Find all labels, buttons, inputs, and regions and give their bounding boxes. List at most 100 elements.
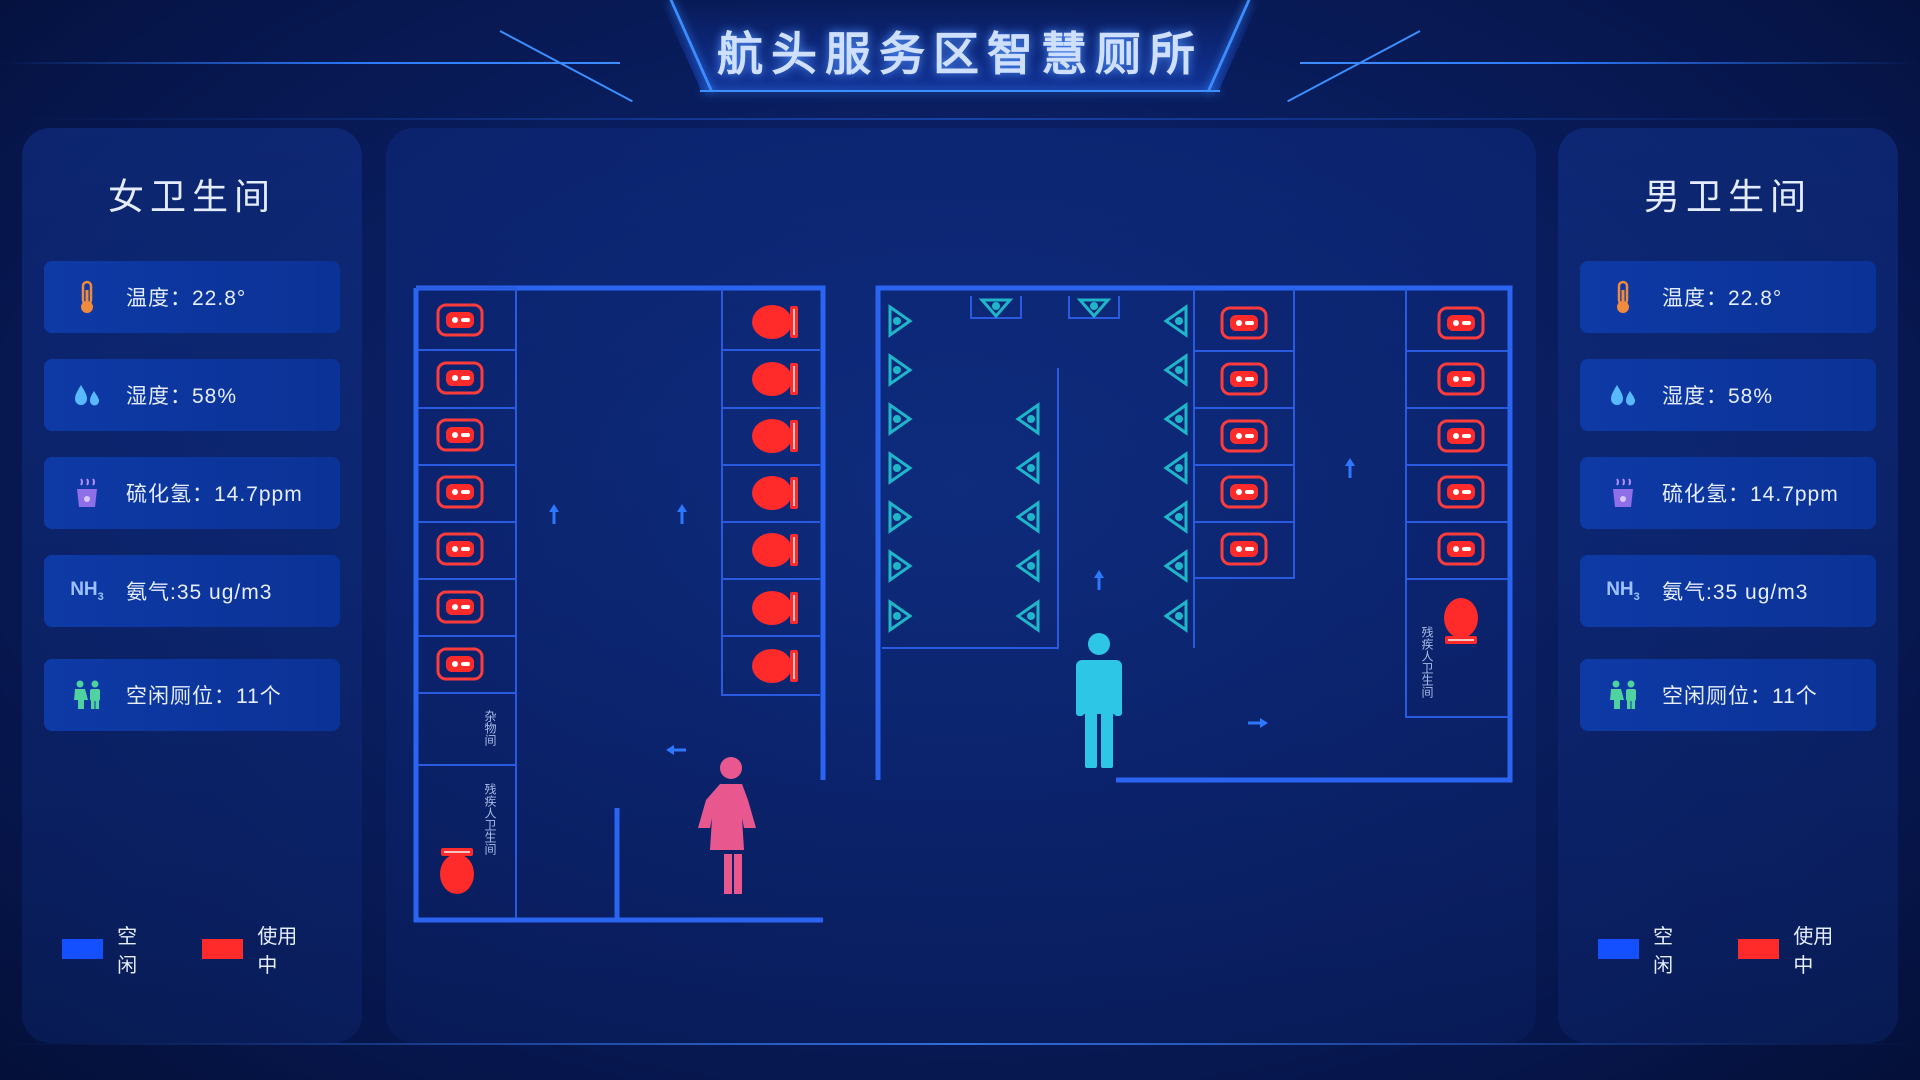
header-line-left <box>0 62 620 64</box>
female-figure-icon <box>698 757 756 894</box>
seat-toilet-icon[interactable] <box>752 591 798 625</box>
squat-toilet-icon[interactable] <box>1220 419 1268 453</box>
arrow-icon <box>1345 458 1355 478</box>
humidity-value: 湿度：58% <box>1662 385 1774 408</box>
floor-plan-panel: 杂物间 残疾人卫生间 残疾人卫生间 <box>386 128 1536 1043</box>
squat-toilet-icon[interactable] <box>436 647 484 681</box>
panel-title: 男卫生间 <box>1643 176 1812 217</box>
urinal-icon[interactable] <box>1164 600 1188 632</box>
humidity-card: 湿度：58% <box>44 359 340 431</box>
water-drop-icon <box>1594 381 1652 409</box>
panel-title: 女卫生间 <box>107 176 276 217</box>
nh3-icon: NH3 <box>1606 579 1640 603</box>
legend-idle-label: 空闲 <box>1653 926 1674 977</box>
urinal-icon[interactable] <box>888 501 912 533</box>
squat-toilet-icon[interactable] <box>1437 362 1485 396</box>
squat-toilet-icon[interactable] <box>1220 532 1268 566</box>
squat-toilet-icon[interactable] <box>436 303 484 337</box>
title-underline <box>700 90 1220 92</box>
seat-toilet-icon[interactable] <box>752 649 798 683</box>
urinal-icon[interactable] <box>1078 298 1110 318</box>
storage-room-label: 杂物间 <box>483 710 497 746</box>
arrow-icon <box>677 504 687 524</box>
urinal-icon[interactable] <box>888 600 912 632</box>
legend-busy-label: 使用中 <box>257 926 298 977</box>
arrow-icon <box>666 745 686 755</box>
accessible-room-label: 残疾人卫生间 <box>1420 626 1434 698</box>
urinal-icon[interactable] <box>888 305 912 337</box>
urinal-icon[interactable] <box>1016 501 1040 533</box>
seat-toilet-icon[interactable] <box>752 362 798 396</box>
legend-busy-swatch <box>202 939 244 959</box>
squat-toilet-icon[interactable] <box>1437 419 1485 453</box>
arrow-icon <box>549 504 559 524</box>
seat-toilet-icon[interactable] <box>752 419 798 453</box>
squat-toilet-icon[interactable] <box>1220 306 1268 340</box>
urinal-icon[interactable] <box>1164 403 1188 435</box>
legend-busy-swatch <box>1738 939 1780 959</box>
urinal-icon[interactable] <box>888 550 912 582</box>
seat-toilet-icon[interactable] <box>752 476 798 510</box>
ammonia-card: NH3 氨气:35 ug/m3 <box>44 555 340 627</box>
ammonia-value: 氨气:35 ug/m3 <box>1662 581 1809 604</box>
thermometer-icon <box>1594 280 1652 314</box>
urinal-icon[interactable] <box>1016 452 1040 484</box>
accessible-toilet-icon[interactable] <box>1444 598 1478 644</box>
legend-idle-label: 空闲 <box>117 926 138 977</box>
urinal-icon[interactable] <box>1016 403 1040 435</box>
accessible-toilet-icon[interactable] <box>440 848 474 894</box>
temperature-value: 温度：22.8° <box>1662 287 1783 310</box>
urinal-icon[interactable] <box>1016 600 1040 632</box>
arrow-icon <box>1248 718 1268 728</box>
squat-toilet-icon[interactable] <box>1220 362 1268 396</box>
squat-toilet-icon[interactable] <box>1220 475 1268 509</box>
squat-toilet-icon[interactable] <box>436 361 484 395</box>
accessible-room-label: 残疾人卫生间 <box>483 783 497 855</box>
title-plate <box>660 0 1260 92</box>
humidity-value: 湿度：58% <box>126 385 238 408</box>
seat-toilet-icon[interactable] <box>752 305 798 339</box>
vacant-card: 空闲厕位：11个 <box>1580 659 1876 731</box>
squat-toilet-icon[interactable] <box>1437 306 1485 340</box>
urinal-icon[interactable] <box>1164 354 1188 386</box>
page-title: 航头服务区智慧厕所 <box>717 28 1203 80</box>
ammonia-value: 氨气:35 ug/m3 <box>126 581 273 604</box>
female-restroom-panel: 女卫生间 温度：22.8° 湿度：58% 硫化氢：14.7ppm NH3 氨气:… <box>22 128 362 1043</box>
restroom-people-icon <box>1594 680 1652 710</box>
urinal-icon[interactable] <box>888 354 912 386</box>
urinal-icon[interactable] <box>980 298 1012 318</box>
h2s-value: 硫化氢：14.7ppm <box>126 483 303 506</box>
male-figure-icon <box>1076 633 1122 768</box>
floor-plan-map: 杂物间 残疾人卫生间 残疾人卫生间 <box>413 285 1513 923</box>
squat-toilet-icon[interactable] <box>1437 475 1485 509</box>
urinal-icon[interactable] <box>1164 550 1188 582</box>
squat-toilet-icon[interactable] <box>436 590 484 624</box>
status-legend: 空闲 使用中 <box>62 920 362 978</box>
male-restroom-panel: 男卫生间 温度：22.8° 湿度：58% 硫化氢：14.7ppm NH3 氨气:… <box>1558 128 1898 1043</box>
arrow-icon <box>1094 570 1104 590</box>
squat-toilet-icon[interactable] <box>1437 532 1485 566</box>
urinal-icon[interactable] <box>1016 550 1040 582</box>
temperature-card: 温度：22.8° <box>1580 261 1876 333</box>
legend-idle-swatch <box>1598 939 1640 959</box>
urinal-icon[interactable] <box>1164 305 1188 337</box>
urinal-icon[interactable] <box>1164 501 1188 533</box>
chemical-flask-icon <box>58 477 116 509</box>
header-glow-line <box>0 118 1920 120</box>
legend-idle-swatch <box>62 939 104 959</box>
squat-toilet-icon[interactable] <box>436 475 484 509</box>
bottom-glow-line <box>0 1043 1920 1045</box>
nh3-icon: NH3 <box>70 579 104 603</box>
vacant-card: 空闲厕位：11个 <box>44 659 340 731</box>
urinal-icon[interactable] <box>888 403 912 435</box>
restroom-people-icon <box>58 680 116 710</box>
thermometer-icon <box>58 280 116 314</box>
urinal-icon[interactable] <box>888 452 912 484</box>
squat-toilet-icon[interactable] <box>436 532 484 566</box>
vacant-value: 空闲厕位：11个 <box>1662 685 1818 708</box>
seat-toilet-icon[interactable] <box>752 533 798 567</box>
h2s-card: 硫化氢：14.7ppm <box>44 457 340 529</box>
header-line-right <box>1300 62 1920 64</box>
squat-toilet-icon[interactable] <box>436 418 484 452</box>
urinal-icon[interactable] <box>1164 452 1188 484</box>
